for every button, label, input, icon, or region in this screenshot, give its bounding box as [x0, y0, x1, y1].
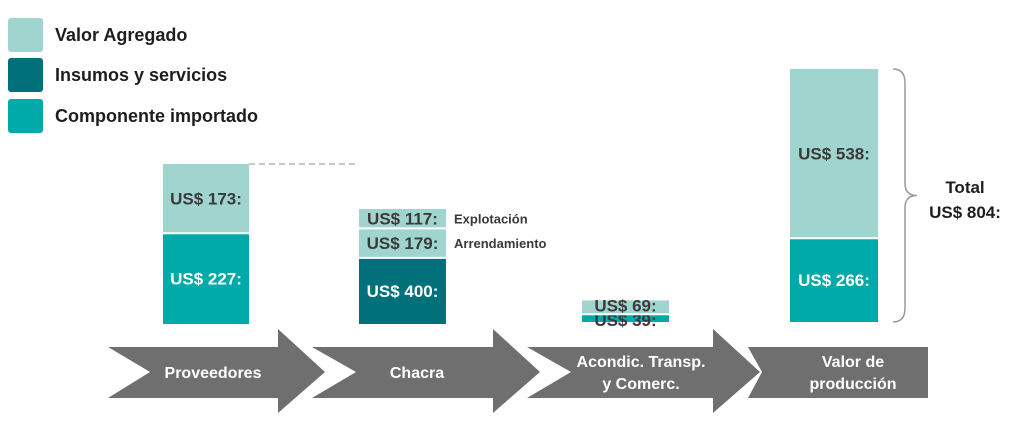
bar-segment [163, 233, 249, 324]
stage-label: y Comerc. [602, 376, 679, 393]
bar-value-label: US$ 39: [594, 311, 656, 330]
stage-label: Chacra [390, 365, 444, 382]
bar-segment [359, 228, 446, 258]
bar-segment [790, 68, 878, 239]
legend-item-valor-agregado: Valor Agregado [8, 18, 187, 52]
bar-value-label: US$ 69: [594, 296, 656, 315]
bar-value-label: US$ 538: [798, 145, 870, 164]
legend-swatch [8, 18, 43, 52]
stage-label: Proveedores [165, 365, 262, 382]
stage-arrow-2 [312, 329, 540, 413]
segment-side-label: Arrendamiento [454, 236, 547, 251]
stage-label: Valor de [822, 354, 884, 371]
legend-label: Componente importado [55, 105, 258, 126]
bar-segment [790, 238, 878, 322]
legend-label: Valor Agregado [55, 24, 188, 45]
bar-value-label: US$ 227: [170, 270, 242, 289]
stage-arrow-3 [527, 329, 760, 413]
bar-segment [359, 257, 446, 324]
bar-segment [359, 209, 446, 229]
legend-label: Insumos y servicios [55, 64, 228, 85]
total-brace [892, 68, 918, 323]
total-label: Total [945, 178, 984, 197]
stage-label: producción [809, 376, 896, 393]
bar-value-label: US$ 266: [798, 271, 870, 290]
total-label: US$ 804: [929, 203, 1001, 222]
stage-arrow-4 [748, 347, 928, 398]
stage-arrow-1 [108, 329, 325, 413]
segment-side-label: Explotación [454, 212, 528, 227]
bar-segment [582, 300, 669, 315]
stage-label: Acondic. Transp. [577, 354, 706, 371]
bar-value-label: US$ 179: [367, 234, 439, 253]
bar-value-label: US$ 173: [170, 190, 242, 209]
legend-swatch [8, 58, 43, 92]
bar-value-label: US$ 400: [367, 282, 439, 301]
bar-segment [163, 164, 249, 234]
legend-item-insumos-servicios: Insumos y servicios [8, 58, 227, 92]
bar-value-label: US$ 117: [367, 210, 438, 229]
bar-segment [582, 314, 669, 322]
legend-swatch [8, 99, 43, 133]
legend-item-componente-importado: Componente importado [8, 99, 258, 133]
